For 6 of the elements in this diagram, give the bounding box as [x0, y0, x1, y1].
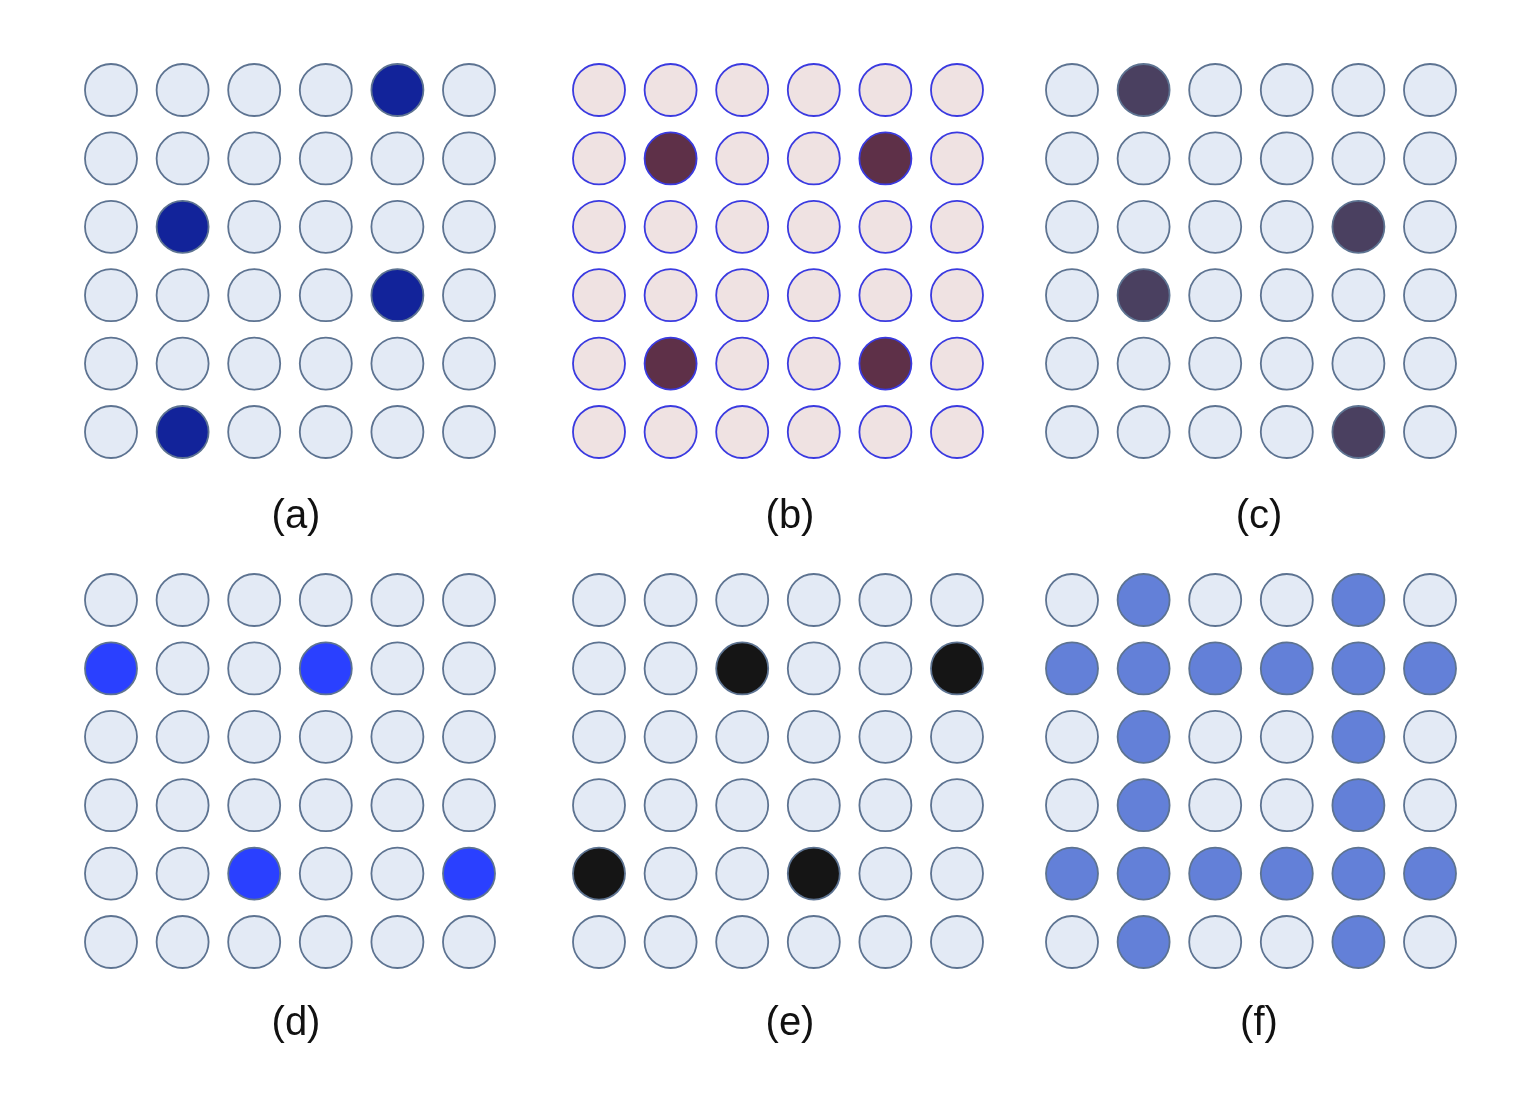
panel-label: (f) [1240, 999, 1278, 1044]
panel-label: (a) [271, 492, 321, 537]
panel-label: (b) [765, 492, 815, 537]
panel-label: (c) [1235, 492, 1283, 537]
panel-label: (d) [271, 999, 321, 1044]
panel-label: (e) [765, 999, 815, 1044]
